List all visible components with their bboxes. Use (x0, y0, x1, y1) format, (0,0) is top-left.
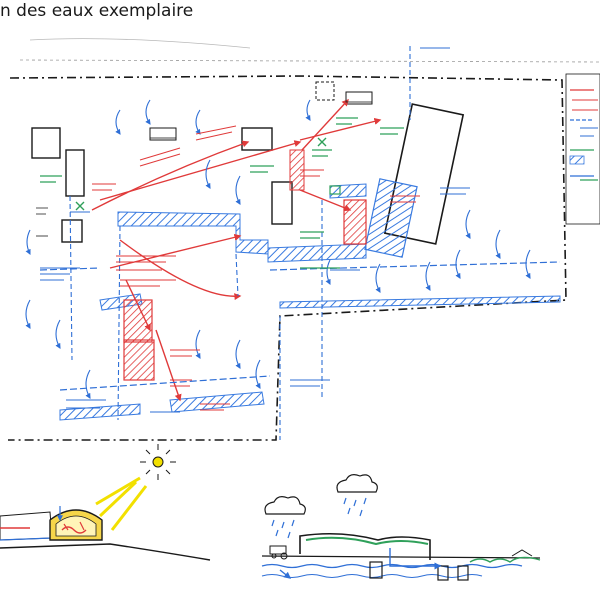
cloud-icon (264, 474, 378, 515)
runoff-arrows-red (91, 98, 382, 402)
building-left (31, 127, 177, 243)
building-section (299, 532, 431, 560)
blue-notes (40, 47, 598, 413)
ground-line (0, 543, 211, 561)
building-right-rotated (364, 103, 465, 258)
water-body (261, 563, 523, 569)
rain-drops (271, 497, 367, 539)
x-markers (75, 137, 327, 211)
site-plan (8, 38, 600, 441)
rainfall-arrows (25, 99, 531, 399)
black-labels (36, 91, 373, 237)
sun-rays (95, 476, 148, 531)
legend-box (565, 73, 600, 225)
retention-zones (123, 149, 367, 381)
drainage-lines-blue (69, 46, 411, 440)
section-runoff (261, 474, 541, 581)
section-greenhouse (0, 444, 211, 561)
main-collectors (39, 261, 561, 391)
swale-channels (59, 183, 561, 421)
sun-icon (140, 444, 176, 480)
red-notes (92, 99, 598, 411)
green-notes (40, 117, 598, 269)
building-middle (241, 81, 373, 225)
page-title: n des eaux exemplaire (0, 1, 194, 21)
